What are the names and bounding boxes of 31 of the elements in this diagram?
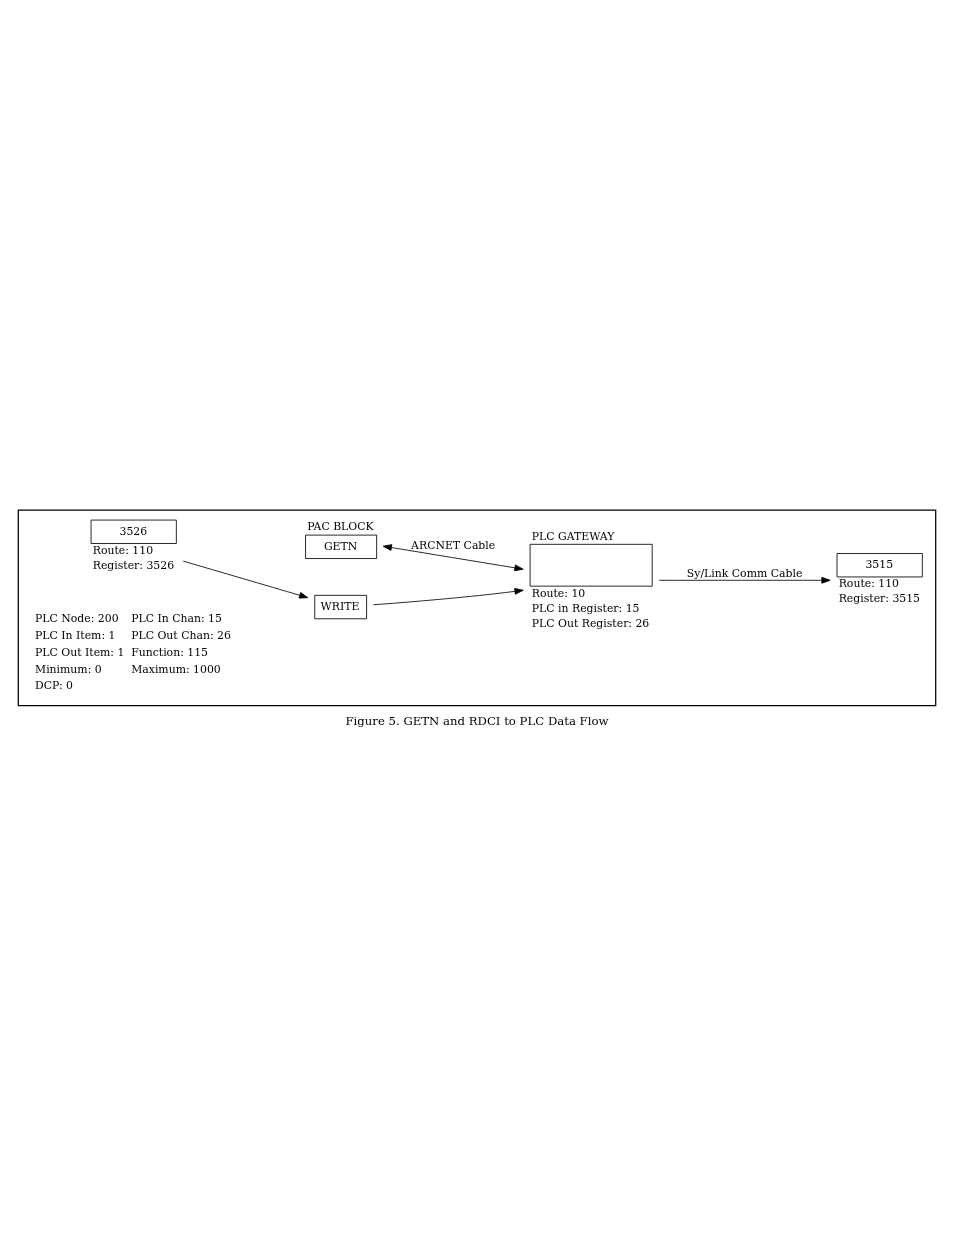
node-box: 3526 [90, 519, 177, 544]
node-label: PLC in Register: 15 [531, 601, 640, 615]
node-label: PLC Out Register: 26 [531, 616, 650, 630]
node-label: Register: 3515 [838, 592, 921, 606]
node-box: GETN [305, 534, 378, 559]
label: PLC In Chan: 15 [131, 612, 222, 626]
label: Maximum: 1000 [131, 662, 221, 676]
node-label: Route: 110 [838, 577, 900, 591]
node-box [529, 543, 653, 587]
edge-label: ARCNET Cable [411, 538, 496, 552]
edge-label: Sy/Link Comm Cable [686, 567, 803, 581]
node-box: WRITE [314, 594, 368, 620]
node-box: 3515 [836, 553, 923, 578]
arrow [382, 544, 524, 572]
label: PLC Out Item: 1 [35, 645, 125, 659]
cluster [17, 509, 937, 707]
arrow [658, 576, 831, 584]
label: DCP: 0 [35, 679, 73, 693]
node-label: Register: 3526 [92, 558, 175, 572]
label: PLC Node: 200 [35, 612, 119, 626]
node-label: Route: 110 [92, 543, 154, 557]
label: Function: 115 [131, 645, 208, 659]
arrow [182, 560, 309, 599]
caption: Figure 5. GETN and RDCI to PLC Data Flow [345, 714, 609, 729]
node-label: Route: 10 [531, 586, 586, 600]
node-label: PAC BLOCK [307, 520, 374, 534]
label: Minimum: 0 [35, 662, 102, 676]
node-label: PLC GATEWAY [531, 529, 615, 543]
label: PLC Out Chan: 26 [131, 629, 231, 643]
label: PLC In Item: 1 [35, 629, 116, 643]
arrow [373, 588, 524, 606]
